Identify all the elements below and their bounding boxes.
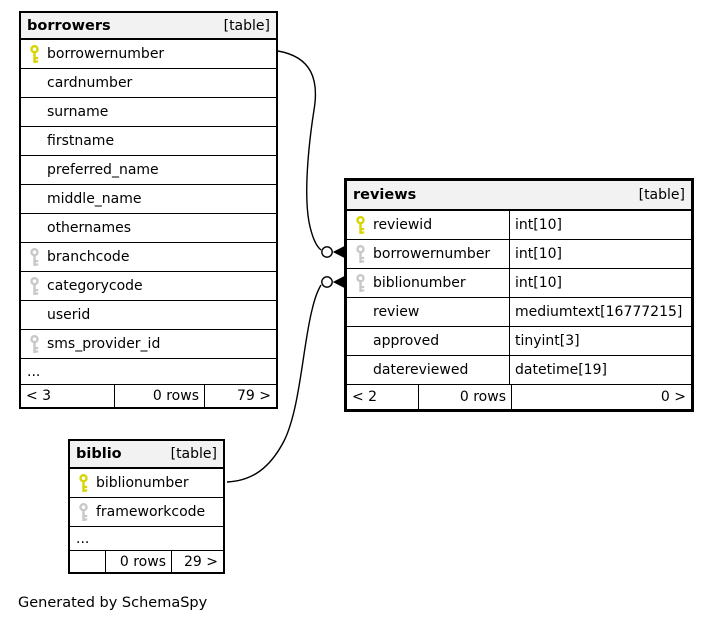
- relationship-line: [277, 50, 322, 251]
- foreign-key-icon: [347, 244, 373, 264]
- column-name: borrowernumber: [47, 46, 165, 62]
- zero-or-one-circle-icon: [321, 246, 333, 258]
- related-tables-prev: < 2: [347, 385, 419, 409]
- column-row-userid: userid: [21, 301, 276, 330]
- column-name: categorycode: [47, 278, 143, 294]
- column-name: userid: [47, 307, 91, 323]
- column-row-borrowernumber: borrowernumber int[10]: [347, 240, 691, 269]
- foreign-key-icon: [21, 247, 47, 267]
- column-name: surname: [47, 104, 109, 120]
- column-type: int[10]: [509, 211, 691, 239]
- column-name: reviewid: [373, 217, 433, 233]
- fk-arrowhead-icon: [332, 276, 344, 288]
- primary-key-icon: [21, 44, 47, 64]
- column-type: mediumtext[16777215]: [509, 298, 691, 326]
- table-header: biblio [table]: [70, 441, 223, 469]
- column-row-firstname: firstname: [21, 127, 276, 156]
- more-columns-ellipsis: ...: [70, 527, 223, 551]
- column-name: othernames: [47, 220, 132, 236]
- foreign-key-icon: [21, 276, 47, 296]
- column-row-biblionumber: biblionumber int[10]: [347, 269, 691, 298]
- column-row-categorycode: categorycode: [21, 272, 276, 301]
- column-row-review: review mediumtext[16777215]: [347, 298, 691, 327]
- related-tables-next: 79 >: [237, 388, 271, 404]
- column-name: biblionumber: [96, 475, 189, 491]
- generated-by-caption: Generated by SchemaSpy: [18, 595, 208, 611]
- relationship-borrowers-reviews: [277, 50, 344, 258]
- column-name: middle_name: [47, 191, 142, 207]
- row-count: 0 rows: [106, 551, 172, 572]
- column-row-surname: surname: [21, 98, 276, 127]
- column-name: borrowernumber: [373, 246, 491, 262]
- primary-key-icon: [70, 473, 96, 493]
- column-name: biblionumber: [373, 275, 466, 291]
- table-footer: 0 rows 29 >: [70, 551, 223, 572]
- more-columns-ellipsis: ...: [21, 359, 276, 385]
- primary-key-icon: [347, 215, 373, 235]
- table-title[interactable]: borrowers: [27, 17, 111, 34]
- column-name: firstname: [47, 133, 115, 149]
- zero-or-one-circle-icon: [321, 276, 333, 288]
- column-row-preferred_name: preferred_name: [21, 156, 276, 185]
- foreign-key-icon: [70, 502, 96, 522]
- row-count: 0 rows: [419, 385, 512, 409]
- row-count: 0 rows: [115, 385, 205, 407]
- column-name: sms_provider_id: [47, 336, 161, 352]
- column-row-reviewid: reviewid int[10]: [347, 211, 691, 240]
- column-row-datereviewed: datereviewed datetime[19]: [347, 356, 691, 385]
- column-row-frameworkcode: frameworkcode: [70, 498, 223, 527]
- column-type: tinyint[3]: [509, 327, 691, 355]
- column-name: review: [373, 304, 420, 320]
- column-row-sms_provider_id: sms_provider_id: [21, 330, 276, 359]
- column-row-branchcode: branchcode: [21, 243, 276, 272]
- table-title[interactable]: reviews: [353, 187, 417, 203]
- table-type-badge: [table]: [638, 187, 685, 203]
- related-tables-next: 29 >: [184, 553, 218, 570]
- column-name: branchcode: [47, 249, 130, 265]
- column-name: approved: [373, 333, 440, 349]
- column-row-othernames: othernames: [21, 214, 276, 243]
- table-header: reviews [table]: [347, 181, 691, 211]
- column-name: cardnumber: [47, 75, 133, 91]
- foreign-key-icon: [347, 273, 373, 293]
- column-type: datetime[19]: [509, 356, 691, 384]
- column-type: int[10]: [509, 269, 691, 297]
- table-node-biblio[interactable]: biblio [table] biblionumber frameworkcode..…: [68, 439, 225, 574]
- column-name: datereviewed: [373, 362, 469, 378]
- related-tables-prev: < 3: [21, 385, 115, 407]
- foreign-key-icon: [21, 334, 47, 354]
- table-title[interactable]: biblio: [76, 446, 122, 462]
- column-name: preferred_name: [47, 162, 159, 178]
- column-row-middle_name: middle_name: [21, 185, 276, 214]
- column-row-borrowernumber: borrowernumber: [21, 40, 276, 69]
- column-type: int[10]: [509, 240, 691, 268]
- table-type-badge: [table]: [223, 17, 270, 34]
- column-name: frameworkcode: [96, 504, 206, 520]
- column-row-biblionumber: biblionumber: [70, 469, 223, 498]
- related-tables-next: 0 >: [660, 389, 686, 405]
- fk-arrowhead-icon: [332, 246, 344, 258]
- table-node-borrowers[interactable]: borrowers [table] borrowernumber cardnumber…: [19, 11, 278, 409]
- column-row-approved: approved tinyint[3]: [347, 327, 691, 356]
- table-header: borrowers [table]: [21, 13, 276, 40]
- related-tables-prev: [70, 551, 106, 572]
- column-row-cardnumber: cardnumber: [21, 69, 276, 98]
- table-type-badge: [table]: [170, 446, 217, 462]
